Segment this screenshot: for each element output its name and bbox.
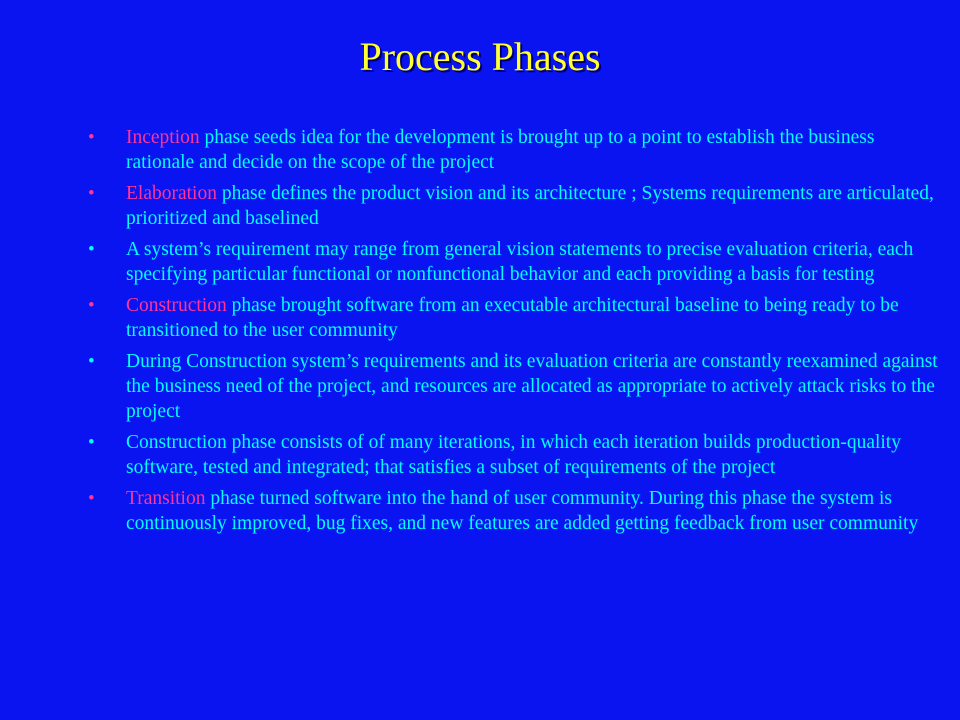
- bullet-icon: •: [88, 295, 95, 316]
- bullet-item-construction: • Construction phase brought software fr…: [88, 293, 938, 343]
- bullet-text: Construction phase consists of of many i…: [126, 432, 901, 478]
- bullet-item-construction-reexamine: • During Construction system’s requireme…: [88, 349, 938, 424]
- bullet-text: During Construction system’s requirement…: [126, 351, 938, 422]
- bullet-icon: •: [88, 183, 95, 204]
- bullet-text: phase seeds idea for the development is …: [126, 127, 875, 173]
- bullet-item-inception: • Inception phase seeds idea for the dev…: [88, 125, 938, 175]
- bullet-text: phase defines the product vision and its…: [126, 183, 934, 229]
- bullet-text: A system’s requirement may range from ge…: [126, 239, 914, 285]
- bullet-icon: •: [88, 432, 95, 453]
- bullet-item-construction-iterations: • Construction phase consists of of many…: [88, 430, 938, 480]
- bullet-item-requirements: • A system’s requirement may range from …: [88, 237, 938, 287]
- bullet-text: phase brought software from an executabl…: [126, 295, 899, 341]
- phase-name: Transition: [126, 488, 206, 509]
- bullet-icon: •: [88, 351, 95, 372]
- phase-name: Construction: [126, 295, 227, 316]
- bullet-item-transition: • Transition phase turned software into …: [88, 486, 938, 536]
- bullet-text: phase turned software into the hand of u…: [126, 488, 919, 534]
- phase-name: Inception: [126, 127, 200, 148]
- bullet-icon: •: [88, 239, 95, 260]
- slide-title: Process Phases: [359, 34, 601, 79]
- phase-name: Elaboration: [126, 183, 217, 204]
- bullet-icon: •: [88, 488, 95, 509]
- bullet-icon: •: [88, 127, 95, 148]
- bullet-item-elaboration: • Elaboration phase defines the product …: [88, 181, 938, 231]
- bullet-list: • Inception phase seeds idea for the dev…: [88, 125, 938, 542]
